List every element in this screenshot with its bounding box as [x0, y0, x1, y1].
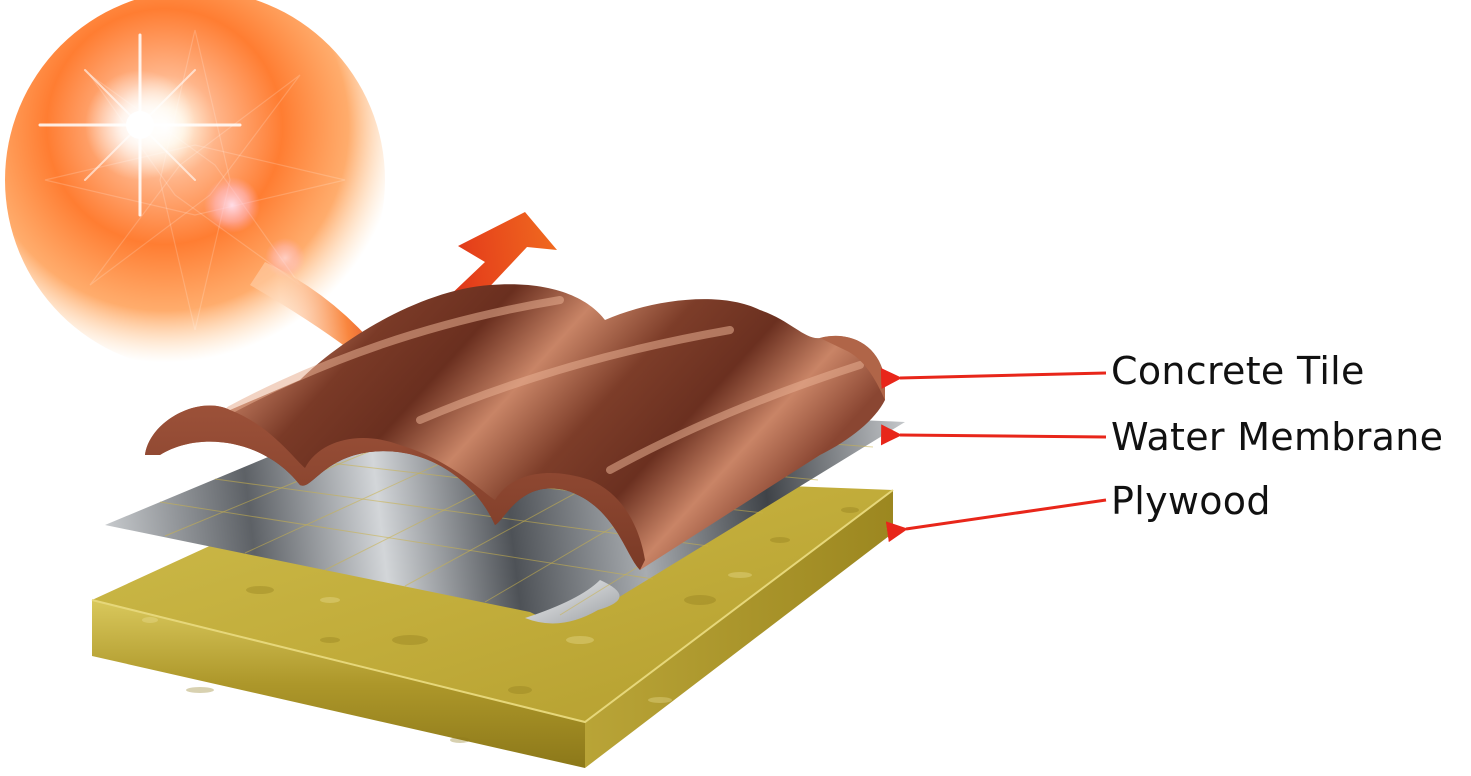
reflection-arrow-icon	[250, 212, 557, 364]
water-membrane-label: Water Membrane	[1111, 415, 1444, 459]
concrete-tile-pointer	[880, 367, 1107, 389]
concrete-tile-label: Concrete Tile	[1111, 349, 1365, 393]
water-membrane-pointer	[880, 424, 1107, 446]
plywood-pointer	[885, 498, 1107, 543]
pointer-arrows	[880, 367, 1107, 543]
concrete-tile-layer	[145, 284, 885, 570]
plywood-label: Plywood	[1111, 479, 1271, 523]
